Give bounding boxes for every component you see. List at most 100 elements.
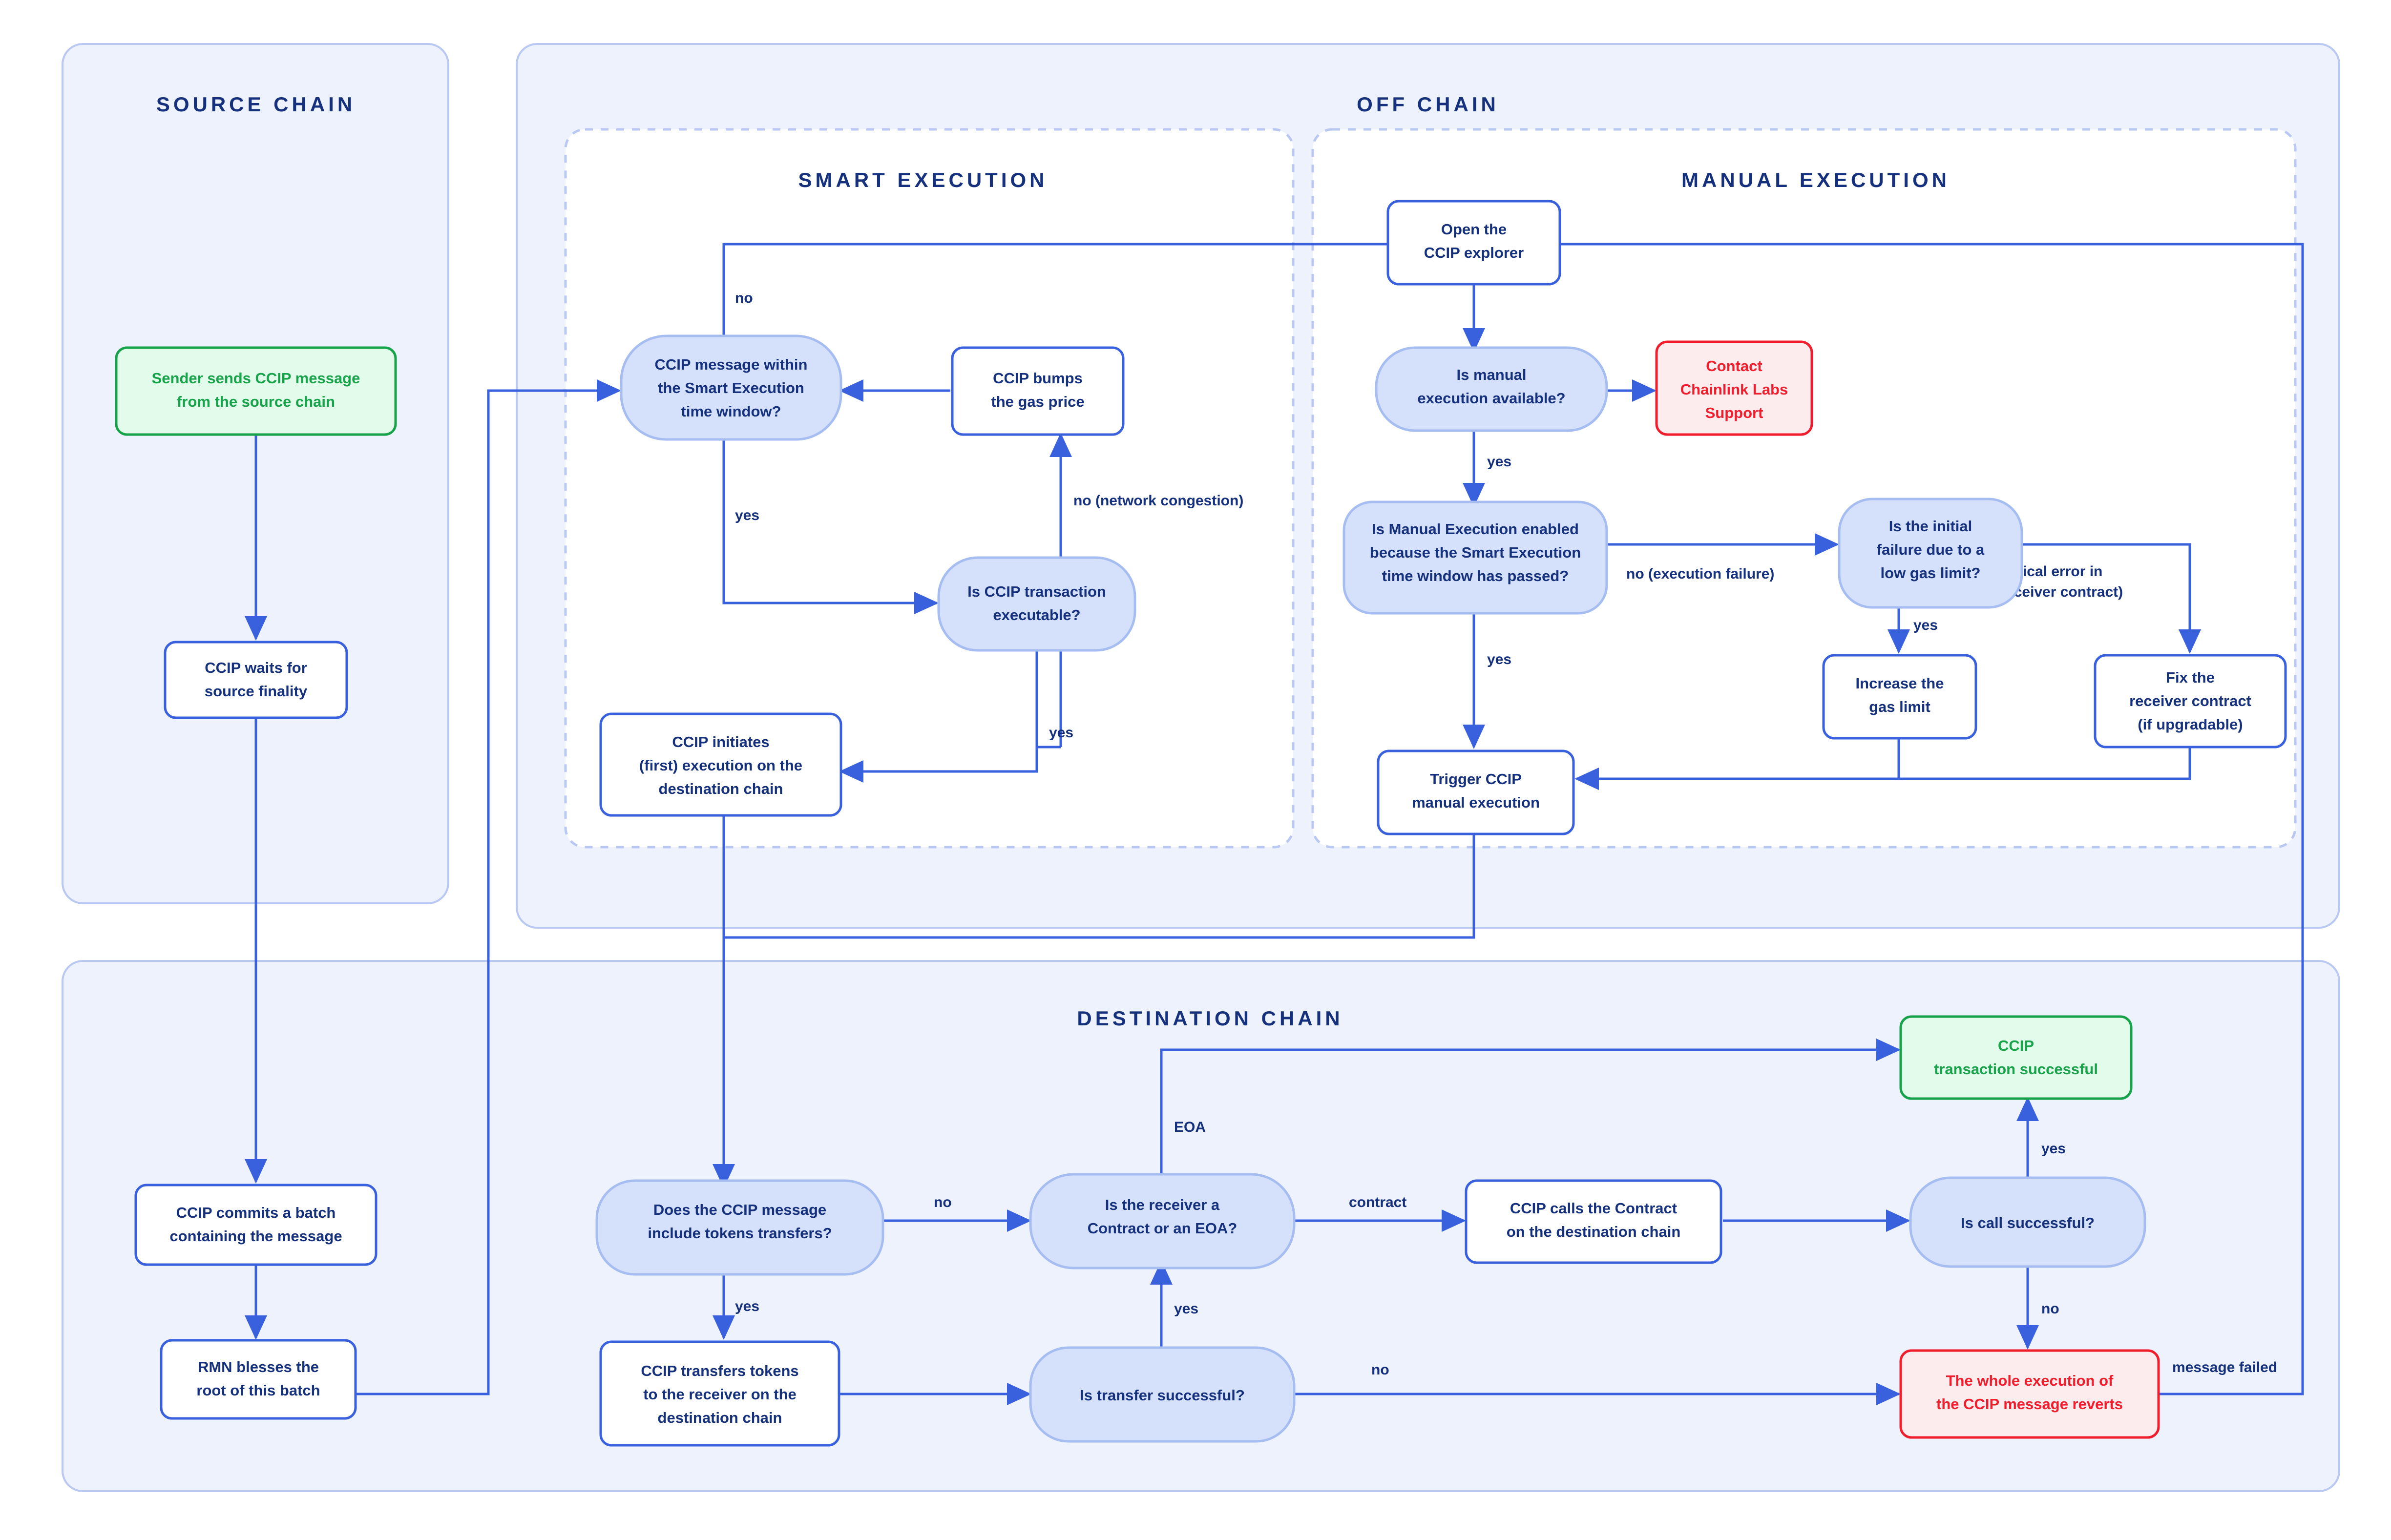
node-initiates-exec[interactable]: CCIP initiates (first) execution on the … bbox=[599, 712, 842, 817]
node-fix-receiver-line3: (if upgradable) bbox=[2138, 716, 2243, 733]
node-within-window-line3: time window? bbox=[681, 403, 781, 420]
node-calls-contract[interactable]: CCIP calls the Contract on the destinati… bbox=[1465, 1179, 1722, 1264]
node-within-window[interactable]: CCIP message within the Smart Execution … bbox=[620, 334, 842, 441]
node-within-window-line1: CCIP message within bbox=[655, 356, 808, 373]
node-includes-tokens-line2: include tokens transfers? bbox=[648, 1225, 832, 1242]
node-initial-failure-line1: Is the initial bbox=[1889, 518, 1972, 535]
edge-label-enabled-no: no (execution failure) bbox=[1626, 566, 1774, 582]
node-manual-enabled-line2: because the Smart Execution bbox=[1370, 544, 1581, 561]
node-initiates-exec-line3: destination chain bbox=[659, 780, 783, 797]
lane-title-source-chain: SOURCE CHAIN bbox=[156, 93, 356, 116]
node-bumps-gas-line1: CCIP bumps bbox=[993, 370, 1083, 387]
node-increase-gas-line2: gas limit bbox=[1869, 698, 1930, 715]
node-manual-available[interactable]: Is manual execution available? bbox=[1375, 346, 1608, 432]
node-transfers-tokens-line2: to the receiver on the bbox=[643, 1386, 797, 1403]
node-includes-tokens[interactable]: Does the CCIP message include tokens tra… bbox=[595, 1179, 884, 1276]
node-commits-batch-line1: CCIP commits a batch bbox=[176, 1204, 336, 1221]
node-open-explorer-line1: Open the bbox=[1441, 221, 1507, 238]
lane-title-manual-execution: MANUAL EXECUTION bbox=[1681, 168, 1950, 191]
node-bumps-gas-line2: the gas price bbox=[991, 393, 1084, 410]
node-contact-support-line1: Contact bbox=[1706, 357, 1762, 375]
node-manual-enabled-line3: time window has passed? bbox=[1382, 567, 1569, 584]
node-calls-contract-line1: CCIP calls the Contract bbox=[1510, 1200, 1677, 1217]
edge-label-manual-yes: yes bbox=[1487, 454, 1511, 470]
node-includes-tokens-line1: Does the CCIP message bbox=[653, 1201, 826, 1218]
node-open-explorer[interactable]: Open the CCIP explorer bbox=[1386, 200, 1561, 286]
edge-label-gas-congestion: no (network congestion) bbox=[1073, 493, 1243, 509]
node-waits-finality-line2: source finality bbox=[205, 683, 308, 700]
node-trigger-manual-line2: manual execution bbox=[1412, 794, 1540, 811]
node-increase-gas[interactable]: Increase the gas limit bbox=[1822, 654, 1977, 740]
node-reverts[interactable]: The whole execution of the CCIP message … bbox=[1899, 1349, 2160, 1439]
node-tx-successful-line2: transaction successful bbox=[1934, 1061, 2098, 1078]
node-increase-gas-line1: Increase the bbox=[1856, 675, 1944, 692]
edge-label-kind-eoa: EOA bbox=[1174, 1119, 1206, 1135]
node-fix-receiver-line2: receiver contract bbox=[2129, 692, 2251, 709]
edge-label-transfer-yes: yes bbox=[1174, 1301, 1198, 1317]
node-transfer-ok-label: Is transfer successful? bbox=[1080, 1387, 1245, 1404]
node-sender-sends-line2: from the source chain bbox=[177, 393, 335, 410]
node-trigger-manual[interactable]: Trigger CCIP manual execution bbox=[1377, 749, 1575, 835]
node-sender-sends-line1: Sender sends CCIP message bbox=[152, 370, 360, 387]
node-tx-executable-line1: Is CCIP transaction bbox=[967, 583, 1106, 600]
node-trigger-manual-line1: Trigger CCIP bbox=[1430, 770, 1522, 788]
node-initiates-exec-line2: (first) execution on the bbox=[639, 757, 802, 774]
node-call-ok[interactable]: Is call successful? bbox=[1909, 1176, 2146, 1268]
edge-label-executable-yes: yes bbox=[1049, 725, 1073, 741]
edge-label-call-no: no bbox=[2041, 1301, 2059, 1317]
edges bbox=[245, 233, 2304, 1405]
node-rmn-blesses[interactable]: RMN blesses the root of this batch bbox=[160, 1339, 357, 1420]
edge-label-call-yes: yes bbox=[2041, 1141, 2066, 1157]
lane-title-destination-chain: DESTINATION CHAIN bbox=[1077, 1007, 1343, 1030]
node-transfer-ok[interactable]: Is transfer successful? bbox=[1029, 1346, 1296, 1443]
node-tx-executable-line2: executable? bbox=[993, 606, 1080, 624]
edge-label-message-failed: message failed bbox=[2172, 1359, 2277, 1375]
edge-label-transfer-no: no bbox=[1371, 1362, 1389, 1378]
node-transfers-tokens-line1: CCIP transfers tokens bbox=[641, 1362, 798, 1379]
node-rmn-blesses-line2: root of this batch bbox=[196, 1382, 320, 1399]
node-open-explorer-line2: CCIP explorer bbox=[1424, 244, 1524, 261]
lane-title-off-chain: OFF CHAIN bbox=[1357, 93, 1499, 116]
node-transfers-tokens[interactable]: CCIP transfers tokens to the receiver on… bbox=[599, 1340, 840, 1447]
node-commits-batch[interactable]: CCIP commits a batch containing the mess… bbox=[134, 1184, 378, 1266]
edge-label-failure-yes: yes bbox=[1913, 617, 1938, 633]
node-manual-enabled-line1: Is Manual Execution enabled bbox=[1372, 520, 1579, 538]
node-receiver-kind[interactable]: Is the receiver a Contract or an EOA? bbox=[1029, 1173, 1296, 1269]
node-contact-support-line3: Support bbox=[1705, 404, 1763, 421]
node-manual-available-line1: Is manual bbox=[1457, 366, 1527, 383]
node-sender-sends[interactable]: Sender sends CCIP message from the sourc… bbox=[115, 346, 397, 436]
node-call-ok-label: Is call successful? bbox=[1961, 1214, 2095, 1231]
edge-label-window-yes: yes bbox=[735, 507, 759, 523]
node-tx-successful[interactable]: CCIP transaction successful bbox=[1899, 1015, 2133, 1100]
node-manual-enabled[interactable]: Is Manual Execution enabled because the … bbox=[1342, 500, 1608, 615]
edge-label-enabled-yes: yes bbox=[1487, 651, 1511, 667]
node-commits-batch-line2: containing the message bbox=[169, 1228, 342, 1245]
node-rmn-blesses-line1: RMN blesses the bbox=[198, 1358, 319, 1375]
node-receiver-kind-line2: Contract or an EOA? bbox=[1088, 1220, 1237, 1237]
lane-title-smart-execution: SMART EXECUTION bbox=[798, 168, 1048, 191]
node-bumps-gas[interactable]: CCIP bumps the gas price bbox=[951, 346, 1125, 436]
node-initiates-exec-line1: CCIP initiates bbox=[672, 733, 769, 750]
node-tx-executable[interactable]: Is CCIP transaction executable? bbox=[937, 556, 1136, 652]
node-reverts-line1: The whole execution of bbox=[1946, 1372, 2114, 1389]
lane-smart-execution bbox=[564, 128, 1295, 849]
node-tx-successful-line1: CCIP bbox=[1998, 1037, 2034, 1054]
node-receiver-kind-line1: Is the receiver a bbox=[1105, 1196, 1220, 1213]
node-manual-available-line2: execution available? bbox=[1417, 390, 1565, 407]
lane-manual-execution bbox=[1311, 128, 2297, 849]
edge-label-tokens-yes: yes bbox=[735, 1298, 759, 1314]
node-fix-receiver-line1: Fix the bbox=[2166, 669, 2215, 686]
node-initial-failure-line2: failure due to a bbox=[1877, 541, 1985, 558]
node-fix-receiver[interactable]: Fix the receiver contract (if upgradable… bbox=[2094, 654, 2287, 749]
node-waits-finality[interactable]: CCIP waits for source finality bbox=[164, 641, 348, 719]
node-waits-finality-line1: CCIP waits for bbox=[205, 659, 307, 676]
node-initial-failure-line3: low gas limit? bbox=[1881, 564, 1981, 582]
node-transfers-tokens-line3: destination chain bbox=[658, 1409, 782, 1426]
node-within-window-line2: the Smart Execution bbox=[658, 379, 804, 396]
node-reverts-line2: the CCIP message reverts bbox=[1936, 1395, 2123, 1413]
node-contact-support[interactable]: Contact Chainlink Labs Support bbox=[1655, 340, 1813, 436]
node-initial-failure[interactable]: Is the initial failure due to a low gas … bbox=[1838, 498, 2023, 609]
node-calls-contract-line2: on the destination chain bbox=[1507, 1223, 1681, 1240]
edge-label-kind-contract: contract bbox=[1349, 1194, 1406, 1210]
